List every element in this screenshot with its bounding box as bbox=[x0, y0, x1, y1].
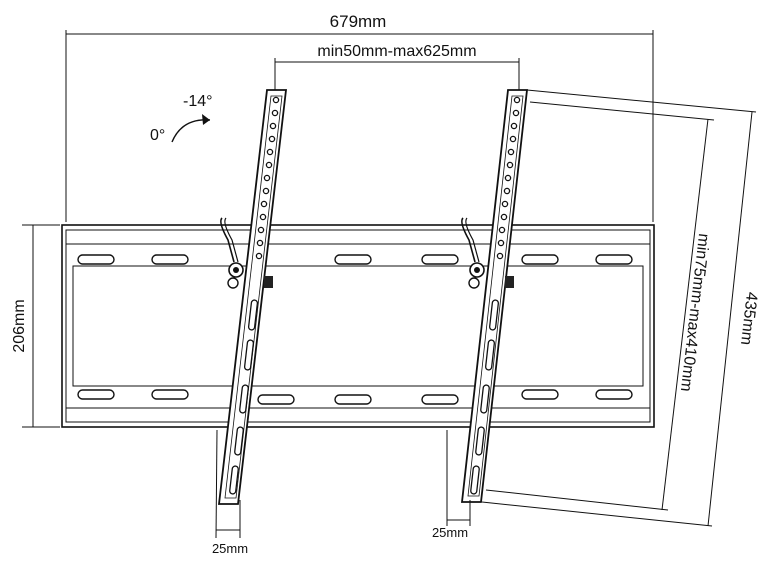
overall-height-label: 435mm bbox=[737, 291, 760, 346]
plate-height-dimension: 206mm bbox=[11, 224, 60, 428]
left-arm-width-label: 25mm bbox=[212, 541, 248, 556]
vesa-vertical-dimension: min75mm-max410mm bbox=[485, 101, 715, 511]
right-arm-holes bbox=[496, 96, 521, 260]
vesa-vertical-label: min75mm-max410mm bbox=[677, 232, 712, 392]
overall-width-label: 679mm bbox=[330, 12, 387, 31]
right-arm-knob-icon bbox=[468, 262, 514, 289]
left-arm-holes bbox=[255, 96, 280, 260]
vesa-horizontal-label: min50mm-max625mm bbox=[317, 43, 476, 60]
left-arm-slots bbox=[229, 299, 259, 495]
left-arm-width-dimension: 25mm bbox=[212, 429, 248, 556]
overall-height-dimension: 435mm bbox=[481, 89, 760, 527]
wall-plate bbox=[61, 224, 655, 428]
right-arm-width-dimension: 25mm bbox=[432, 430, 471, 540]
left-arm-knob-icon bbox=[227, 262, 273, 289]
tilt-max-label: -14° bbox=[183, 93, 213, 110]
tilt-indicator: -14° 0° bbox=[150, 93, 213, 144]
vesa-horizontal-dimension: min50mm-max625mm bbox=[274, 43, 520, 90]
left-arm bbox=[217, 89, 288, 505]
tilt-min-label: 0° bbox=[150, 127, 165, 144]
plate-bottom-slots bbox=[77, 389, 633, 405]
right-arm-slots bbox=[470, 299, 499, 495]
right-arm bbox=[460, 89, 529, 503]
plate-height-label: 206mm bbox=[11, 299, 28, 352]
overall-width-dimension: 679mm bbox=[65, 12, 654, 222]
right-arm-width-label: 25mm bbox=[432, 525, 468, 540]
plate-top-slots bbox=[77, 254, 633, 265]
